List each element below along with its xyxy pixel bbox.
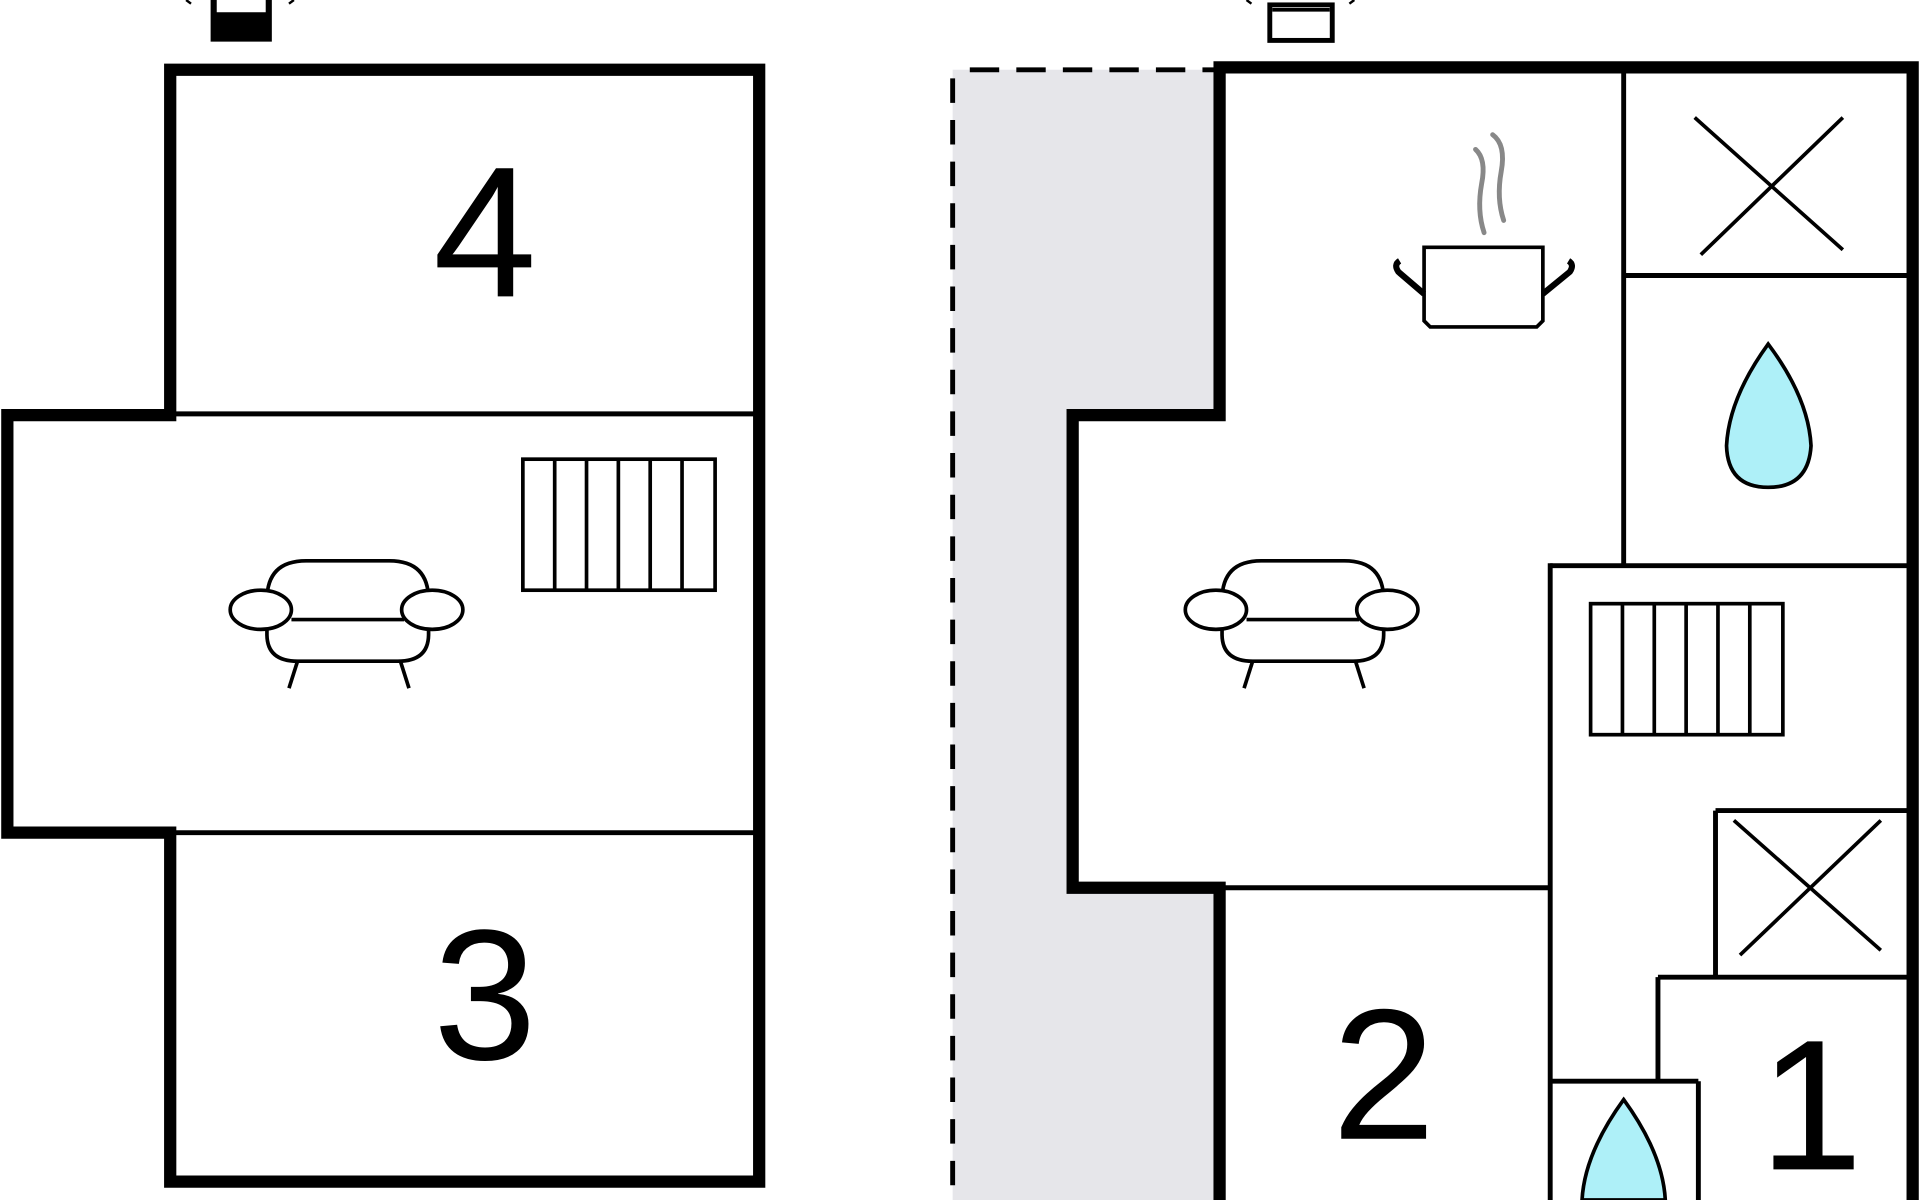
- right-building-outer-wall: [1066, 61, 1919, 1200]
- right-partitions: [1224, 71, 1908, 1200]
- terrace-area: [952, 69, 1220, 1200]
- door-icon: [185, 0, 295, 42]
- room-number-1: 1: [1759, 1002, 1863, 1200]
- water-drop-icon: [1724, 340, 1813, 490]
- left-building: 4 3: [1, 0, 766, 1188]
- sofa-icon: [1183, 558, 1420, 689]
- table-icon: [521, 457, 717, 593]
- toilet-x-icon: [1732, 819, 1883, 957]
- toilet-x-icon: [1693, 116, 1845, 257]
- room-number-3: 3: [433, 892, 537, 1099]
- table-icon: [1588, 601, 1785, 737]
- room-number-2: 2: [1332, 972, 1436, 1179]
- right-building: 2 1: [950, 0, 1919, 1200]
- water-drop-icon: [1580, 1096, 1668, 1200]
- sofa-icon: [228, 558, 465, 689]
- kitchen-pot-icon: [1393, 132, 1575, 329]
- room-number-4: 4: [433, 129, 537, 336]
- door-icon: [1245, 0, 1356, 43]
